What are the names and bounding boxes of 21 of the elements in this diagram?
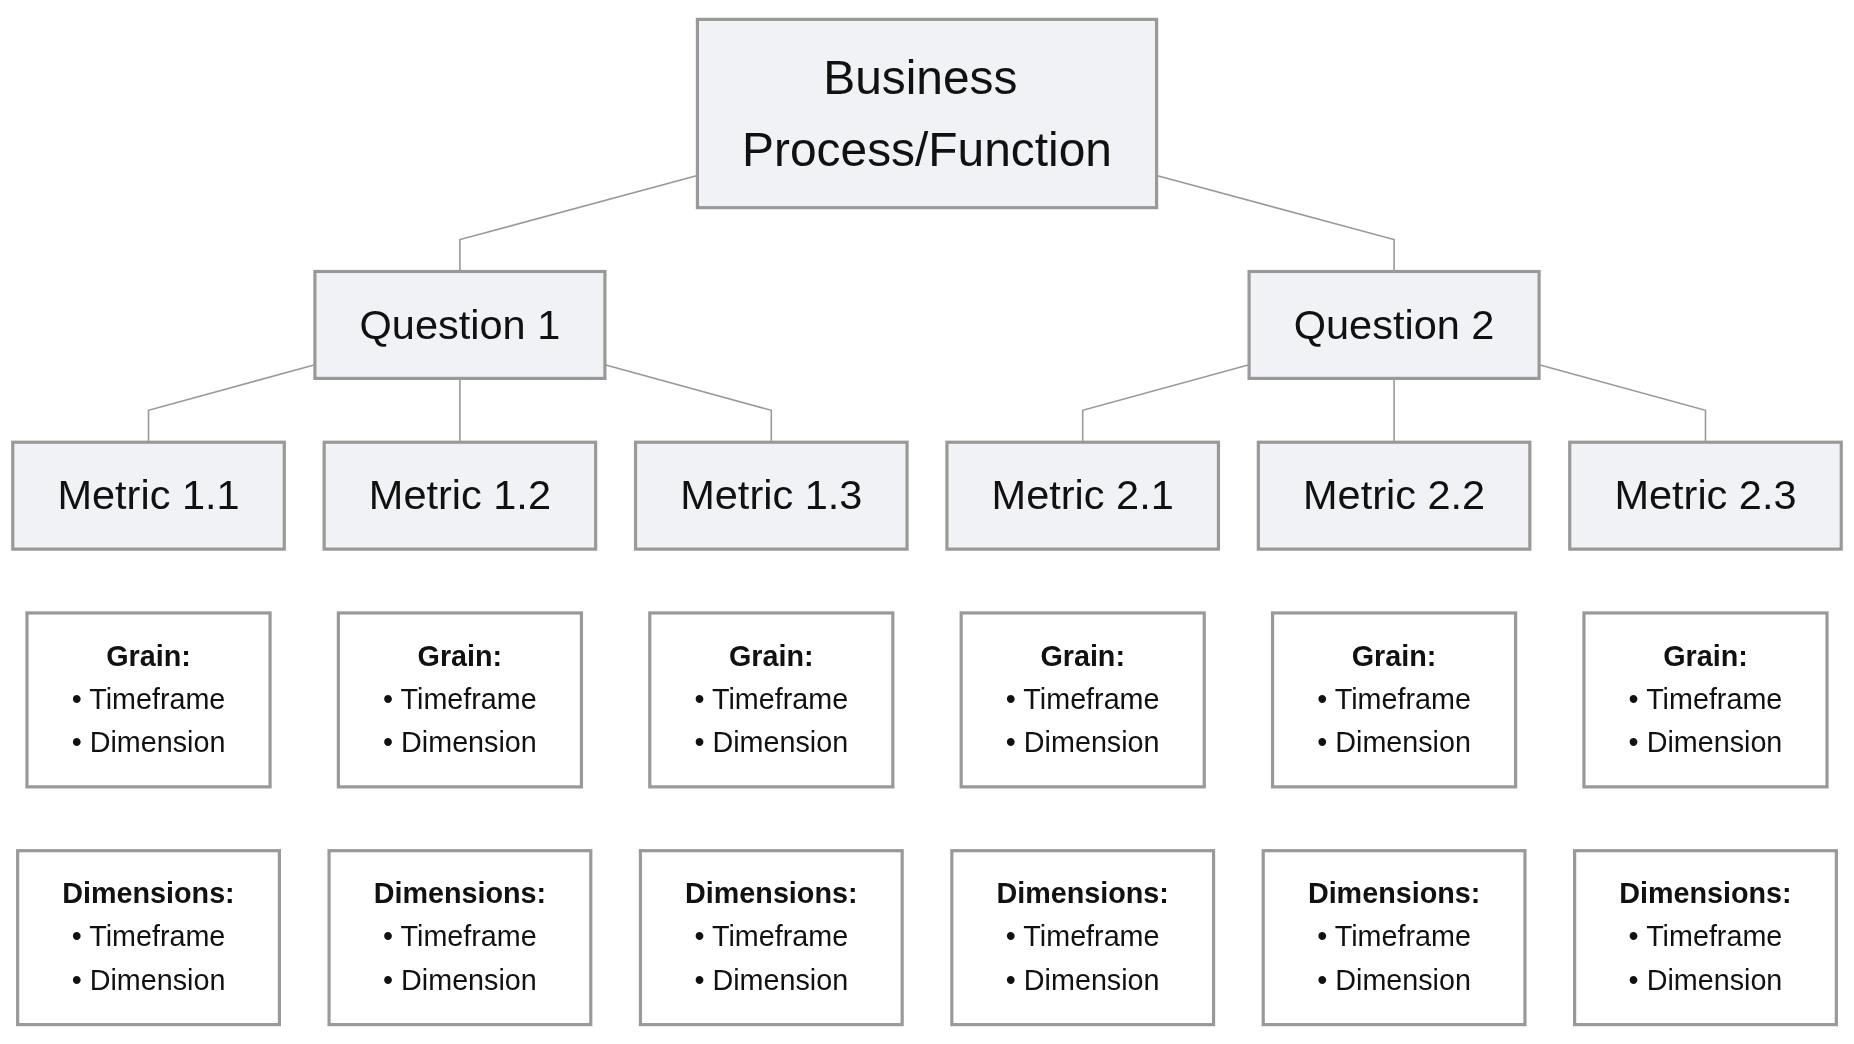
node-box: Grain: • Timeframe • Dimension — [336, 611, 584, 789]
node-box: Dimensions: • Timeframe • Dimension — [1573, 849, 1838, 1027]
node-box: Metric 1.1 — [11, 440, 286, 551]
node-box: Metric 1.3 — [633, 440, 909, 551]
node-box: Metric 2.2 — [1256, 440, 1532, 551]
node-box: Dimensions: • Timeframe • Dimension — [327, 849, 593, 1027]
node-box: Dimensions: • Timeframe • Dimension — [16, 849, 281, 1027]
node-box: Metric 1.2 — [322, 440, 598, 551]
node-box: Grain: • Timeframe • Dimension — [1270, 611, 1518, 789]
node-box: Metric 2.3 — [1568, 440, 1843, 551]
node-box: Dimensions: • Timeframe • Dimension — [1261, 849, 1527, 1027]
node-box: Business Process/Function — [695, 17, 1159, 210]
node-box: Question 1 — [313, 269, 607, 380]
node-box: Dimensions: • Timeframe • Dimension — [638, 849, 904, 1027]
node-box: Grain: • Timeframe • Dimension — [648, 611, 895, 789]
node-box: Grain: • Timeframe • Dimension — [959, 611, 1206, 789]
node-box: Grain: • Timeframe • Dimension — [25, 611, 272, 789]
node-box: Dimensions: • Timeframe • Dimension — [950, 849, 1216, 1027]
node-box: Question 2 — [1247, 269, 1541, 380]
node-box: Metric 2.1 — [945, 440, 1221, 551]
node-box: Grain: • Timeframe • Dimension — [1582, 611, 1829, 789]
